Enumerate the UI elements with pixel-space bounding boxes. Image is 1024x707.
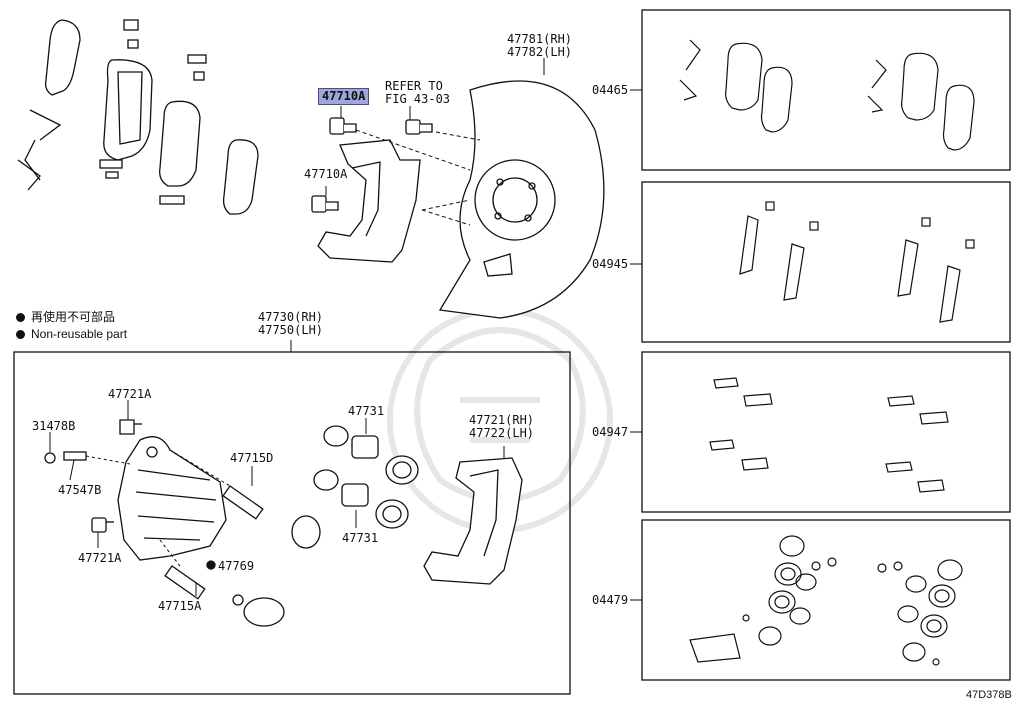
pistons-illustration [313, 425, 419, 529]
refer-line-2: FIG 43-03 [385, 92, 451, 106]
bolt-47721a-top-label[interactable]: 47721A [108, 387, 152, 401]
piston-47731-bottom-label[interactable]: 47731 [342, 531, 379, 545]
kit-04479-illustration [689, 535, 963, 666]
legend-line-1: 再使用不可部品 [31, 310, 116, 324]
brake-pads-illustration [17, 19, 259, 215]
non-reusable-dot-icon [16, 313, 25, 322]
caliper-assembly-box [13, 351, 571, 695]
caliper-body-illustration [44, 419, 321, 627]
caliper-rh-label: 47730(RH) [258, 310, 324, 324]
mount-part-number[interactable]: 47721(RH) 47722(LH) [469, 414, 534, 440]
bleeder-47547b-label[interactable]: 47547B [58, 483, 102, 497]
kit-04465-illustration [679, 39, 975, 151]
kit-04479-label[interactable]: 04479 [592, 593, 629, 607]
kit-box-04945 [641, 181, 1011, 343]
kit-04465-label[interactable]: 04465 [592, 83, 629, 97]
pin-47715a-label[interactable]: 47715A [158, 599, 202, 613]
diagram-reference-code: 47D378B [966, 689, 1012, 701]
caliper-mount-illustration [311, 117, 433, 263]
kit-04945-illustration [739, 201, 975, 323]
bolt-47710a-highlighted[interactable]: 47710A [318, 88, 370, 105]
kit-boxes [630, 9, 1011, 681]
top-leader-lines [325, 58, 545, 226]
caliper-mount-lower-illustration [423, 457, 523, 585]
mount-lh-label: 47722(LH) [469, 426, 535, 440]
piston-47731-top-label[interactable]: 47731 [348, 404, 385, 418]
caliper-leader-lines [49, 400, 505, 596]
legend-english: Non-reusable part [16, 327, 127, 341]
bolt-47710a-lower-label[interactable]: 47710A [304, 167, 348, 181]
kit-box-04947 [641, 351, 1011, 513]
kit-04947-illustration [709, 377, 949, 493]
bolt-47721a-bottom-label[interactable]: 47721A [78, 551, 122, 565]
refer-line-1: REFER TO [385, 79, 443, 93]
non-reusable-dot-icon [16, 330, 25, 339]
dust-cover-rh-label: 47781(RH) [507, 32, 573, 46]
refer-to-note: REFER TO FIG 43-03 [385, 80, 450, 106]
cap-31478b-label[interactable]: 31478B [32, 419, 76, 433]
kit-04945-label[interactable]: 04945 [592, 257, 629, 271]
caliper-part-number[interactable]: 47730(RH) 47750(LH) [258, 311, 323, 337]
pin-47715d-label[interactable]: 47715D [230, 451, 274, 465]
legend-japanese: 再使用不可部品 [16, 310, 115, 324]
boot-47769-label[interactable]: 47769 [218, 559, 255, 573]
legend-line-2: Non-reusable part [31, 327, 128, 341]
mount-rh-label: 47721(RH) [469, 413, 535, 427]
dust-cover-lh-label: 47782(LH) [507, 45, 573, 59]
dust-cover-part-number[interactable]: 47781(RH) 47782(LH) [507, 33, 572, 59]
dust-cover-illustration [438, 80, 605, 319]
caliper-lh-label: 47750(LH) [258, 323, 324, 337]
kit-04947-label[interactable]: 04947 [592, 425, 629, 439]
